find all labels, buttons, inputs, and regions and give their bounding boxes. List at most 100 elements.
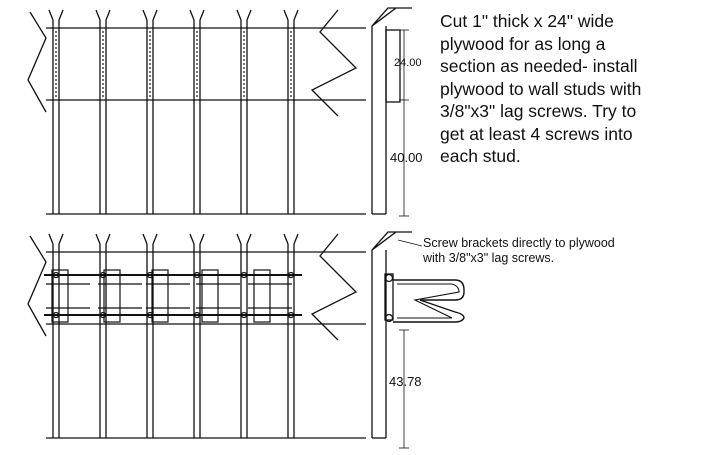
bottom-view-bracket-3 xyxy=(151,269,169,323)
top-view-screw-dot-4 xyxy=(196,79,198,81)
bottom-view-stud-top-3 xyxy=(142,233,158,250)
bottom-view-stud-top-2 xyxy=(95,233,111,250)
top-view-screw-dot-4 xyxy=(196,43,198,45)
top-view-screw-dot-5 xyxy=(243,75,245,77)
top-view-screw-dot-1 xyxy=(55,87,57,89)
top-view-screw-dot-2 xyxy=(102,43,104,45)
top-view-screw-dot-2 xyxy=(102,75,104,77)
bottom-view-bracket-1 xyxy=(51,269,69,323)
top-view-screw-dot-2 xyxy=(102,83,104,85)
top-view-screw-dot-4 xyxy=(196,55,198,57)
bottom-view-lag-screw-bottom-4 xyxy=(193,311,201,319)
top-view-screw-dot-1 xyxy=(55,71,57,73)
top-view-screw-dot-2 xyxy=(102,31,104,33)
bottom-view-lag-screw-top-6 xyxy=(287,271,295,279)
bottom-view-lag-screw-bottom-1 xyxy=(52,311,60,319)
top-view-screw-dot-1 xyxy=(55,59,57,61)
top-view-screw-dot-3 xyxy=(149,55,151,57)
top-view-screw-dot-4 xyxy=(196,75,198,77)
dimension-height-top: 40.00 xyxy=(390,150,423,165)
top-view-screw-dot-4 xyxy=(196,67,198,69)
top-view-screw-dot-3 xyxy=(149,67,151,69)
bottom-view-side-wall-top xyxy=(371,231,412,438)
top-view-screw-dot-3 xyxy=(149,63,151,65)
top-view-screw-dot-6 xyxy=(290,55,292,57)
bottom-view-side-screw-bottom xyxy=(384,313,394,323)
top-view-screw-dot-5 xyxy=(243,71,245,73)
top-view-stud-top-3 xyxy=(142,9,158,26)
top-view-screw-dot-6 xyxy=(290,79,292,81)
top-view-screw-dot-2 xyxy=(102,87,104,89)
top-view-screw-dot-2 xyxy=(102,59,104,61)
instruction-text-top: Cut 1" thick x 24" wide plywood for as l… xyxy=(440,11,642,166)
top-view-screw-dot-1 xyxy=(55,51,57,53)
top-view-screw-dot-4 xyxy=(196,95,198,97)
top-view-screw-dot-6 xyxy=(290,39,292,41)
top-view-stud-top-1 xyxy=(48,9,64,26)
top-view-screw-dot-6 xyxy=(290,83,292,85)
top-view-screw-dot-4 xyxy=(196,51,198,53)
top-view-screw-dot-6 xyxy=(290,51,292,53)
top-view-screw-dot-3 xyxy=(149,79,151,81)
top-view-screw-dot-3 xyxy=(149,83,151,85)
top-view-screw-dot-2 xyxy=(102,67,104,69)
top-view-screw-dot-1 xyxy=(55,83,57,85)
dimension-height-bottom: 43.78 xyxy=(389,374,422,389)
bottom-view-bracket-2 xyxy=(103,269,121,323)
top-view-screw-dot-4 xyxy=(196,83,198,85)
bottom-view-stud-top-4 xyxy=(189,233,205,250)
top-view-screw-dot-3 xyxy=(149,39,151,41)
top-view-screw-dot-5 xyxy=(243,31,245,33)
top-view-screw-dot-6 xyxy=(290,71,292,73)
top-view-screw-dot-1 xyxy=(55,43,57,45)
top-view-screw-dot-2 xyxy=(102,79,104,81)
top-view-stud-top-4 xyxy=(189,9,205,26)
top-view-screw-dot-6 xyxy=(290,31,292,33)
top-view-screw-dot-4 xyxy=(196,39,198,41)
bottom-view-lag-screw-top-4 xyxy=(193,271,201,279)
top-view-screw-dot-2 xyxy=(102,47,104,49)
top-view-screw-dot-1 xyxy=(55,79,57,81)
bottom-view-lag-screw-top-1 xyxy=(52,271,60,279)
top-view-screw-dot-5 xyxy=(243,47,245,49)
top-view-screw-dot-1 xyxy=(55,55,57,57)
bottom-view-bracket-5 xyxy=(253,269,271,323)
bottom-view-stud-top-5 xyxy=(236,233,252,250)
top-view-screw-dot-1 xyxy=(55,35,57,37)
top-view-screw-dot-5 xyxy=(243,43,245,45)
dimension-plywood-width: 24.00 xyxy=(394,57,422,69)
top-view-screw-dot-3 xyxy=(149,91,151,93)
top-view-screw-dot-3 xyxy=(149,95,151,97)
top-view-screw-dot-5 xyxy=(243,59,245,61)
top-view-screw-dot-1 xyxy=(55,31,57,33)
top-view-screw-dot-2 xyxy=(102,51,104,53)
top-view-screw-dot-3 xyxy=(149,31,151,33)
top-view-screw-dot-6 xyxy=(290,43,292,45)
top-view-screw-dot-3 xyxy=(149,75,151,77)
top-view-screw-dot-5 xyxy=(243,83,245,85)
bottom-view-lag-screw-top-5 xyxy=(240,271,248,279)
top-view-screw-dot-6 xyxy=(290,47,292,49)
top-view-screw-dot-1 xyxy=(55,95,57,97)
top-view-screw-dot-3 xyxy=(149,43,151,45)
top-view-screw-dot-4 xyxy=(196,71,198,73)
top-view-screw-dot-6 xyxy=(290,59,292,61)
top-view-screw-dot-3 xyxy=(149,51,151,53)
top-view-screw-dot-3 xyxy=(149,35,151,37)
top-view-screw-dot-2 xyxy=(102,71,104,73)
top-view-screw-dot-2 xyxy=(102,55,104,57)
top-view-screw-dot-5 xyxy=(243,95,245,97)
top-view-screw-dot-6 xyxy=(290,91,292,93)
bottom-view-lag-screw-bottom-3 xyxy=(146,311,154,319)
bottom-view-bracket-4 xyxy=(201,269,219,323)
top-view-screw-dot-5 xyxy=(243,51,245,53)
top-view-screw-dot-5 xyxy=(243,91,245,93)
top-view-right-break xyxy=(310,9,358,117)
bottom-view-stud-top-1 xyxy=(48,233,64,250)
bottom-view-leader-line xyxy=(397,239,423,247)
bottom-view-stud-top-6 xyxy=(283,233,299,250)
top-view-screw-dot-6 xyxy=(290,87,292,89)
top-view-stud-top-5 xyxy=(236,9,252,26)
top-view-screw-dot-1 xyxy=(55,91,57,93)
top-view-screw-dot-4 xyxy=(196,31,198,33)
